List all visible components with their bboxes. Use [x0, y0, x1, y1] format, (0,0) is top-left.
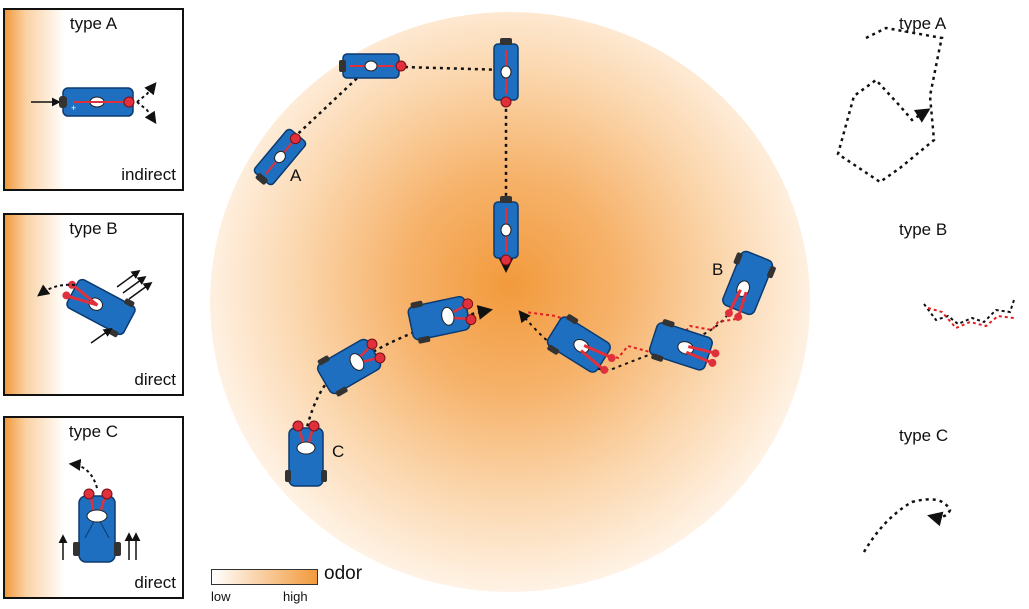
odor-legend-label: odor	[324, 563, 363, 584]
vehicle-c-3	[407, 295, 477, 344]
panel-title: type B	[69, 219, 118, 238]
panel-footer: direct	[134, 370, 176, 389]
label-a: A	[290, 166, 302, 185]
panel-title: type C	[68, 422, 119, 441]
trajectory-a	[267, 64, 514, 273]
vehicle-type-b	[62, 278, 136, 338]
vehicle-c-1	[285, 420, 327, 487]
label-c: C	[332, 442, 345, 461]
panel-type-a: + type A indirect	[3, 8, 184, 191]
svg-text:+: +	[71, 103, 76, 113]
panel-type-a-drawing: +	[5, 10, 157, 189]
odor-legend-low: low	[211, 589, 231, 604]
right-title-type-c: type C	[899, 426, 949, 445]
right-trajectory-b-sensor	[927, 307, 1015, 330]
vehicle-b-1	[722, 250, 776, 321]
panel-footer: indirect	[121, 165, 176, 184]
vehicle-a-1	[253, 128, 307, 186]
vehicle-c-2	[316, 338, 386, 397]
panel-footer: direct	[134, 573, 176, 592]
panel-type-b-drawing	[5, 215, 153, 394]
label-b: B	[712, 260, 724, 279]
odor-legend-bar	[211, 569, 318, 585]
right-title-type-b: type B	[899, 220, 948, 239]
vehicle-a-4	[493, 196, 519, 266]
odor-source-main	[210, 12, 810, 592]
vehicle-type-a: +	[59, 87, 135, 117]
panel-title: type A	[69, 14, 118, 33]
panel-type-c: type C direct	[3, 416, 184, 599]
odor-legend-high: high	[283, 589, 308, 604]
vehicle-b-2	[648, 319, 720, 371]
right-trajectory-c	[862, 498, 952, 553]
turn-arrow	[68, 458, 98, 489]
right-trajectory-b	[923, 299, 1015, 326]
turn-arrow-down	[136, 101, 157, 124]
turn-arrow	[37, 283, 76, 297]
right-title-type-a: type A	[899, 14, 947, 33]
turn-arrow-up	[136, 82, 157, 103]
panel-type-c-drawing	[5, 418, 141, 597]
right-trajectory-a	[836, 26, 944, 184]
vehicle-a-3	[493, 38, 519, 108]
vehicle-type-c	[73, 488, 121, 563]
vehicle-b-3	[546, 314, 616, 374]
panel-type-b: type B direct	[3, 213, 184, 396]
vehicle-a-2	[339, 53, 407, 79]
